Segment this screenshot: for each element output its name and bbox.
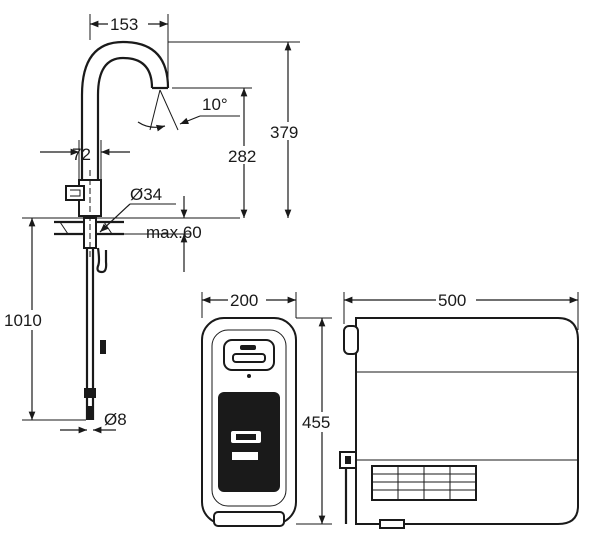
hole-diameter-label: Ø34 xyxy=(130,185,162,204)
spout-reach-label: 153 xyxy=(110,15,138,34)
unit-height-label: 455 xyxy=(302,413,330,432)
max-thickness-label: max.60 xyxy=(146,223,202,242)
faucet-dimensions xyxy=(22,14,300,434)
unit-depth-label: 500 xyxy=(438,291,466,310)
base-diameter-label: 72 xyxy=(72,145,91,164)
side-unit-drawing xyxy=(339,317,579,529)
faucet-handle xyxy=(65,185,85,201)
total-height-label: 379 xyxy=(270,123,298,142)
spout-height-label: 282 xyxy=(228,147,256,166)
hose-diameter-label: Ø8 xyxy=(104,410,127,429)
spout-angle-label: 10° xyxy=(202,95,228,114)
faucet-spout xyxy=(80,40,170,182)
filter-width-label: 200 xyxy=(230,291,258,310)
hose-length-label: 1010 xyxy=(4,311,42,330)
filter-unit-drawing xyxy=(201,317,297,527)
